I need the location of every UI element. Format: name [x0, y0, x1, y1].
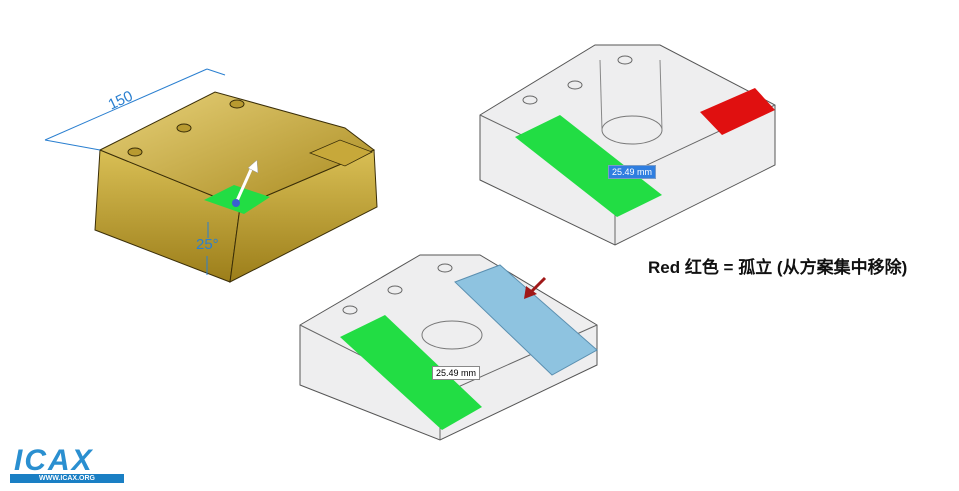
green-face	[515, 115, 662, 217]
logo-url: WWW.ICAX.ORG	[10, 474, 124, 483]
logo-name: ICAX	[14, 444, 94, 477]
measurement-label-top: 25.49 mm	[608, 165, 657, 179]
transparent-model-bottom	[299, 254, 598, 441]
dimension-lines	[44, 68, 226, 275]
caption-text: Red 红色 = 孤立 (从方案集中移除)	[648, 258, 908, 277]
transparent-model-top	[479, 44, 776, 246]
dimension-25-degree: 25°	[196, 236, 219, 253]
green-face	[340, 315, 482, 430]
red-isolated-face	[700, 88, 775, 135]
icax-logo: ICAX WWW.ICAX.ORG	[6, 440, 128, 486]
blue-face	[454, 264, 598, 376]
measurement-label-bottom: 25.49 mm	[432, 366, 481, 380]
pointer-arrow-icon	[528, 276, 547, 295]
gold-model	[94, 91, 378, 283]
